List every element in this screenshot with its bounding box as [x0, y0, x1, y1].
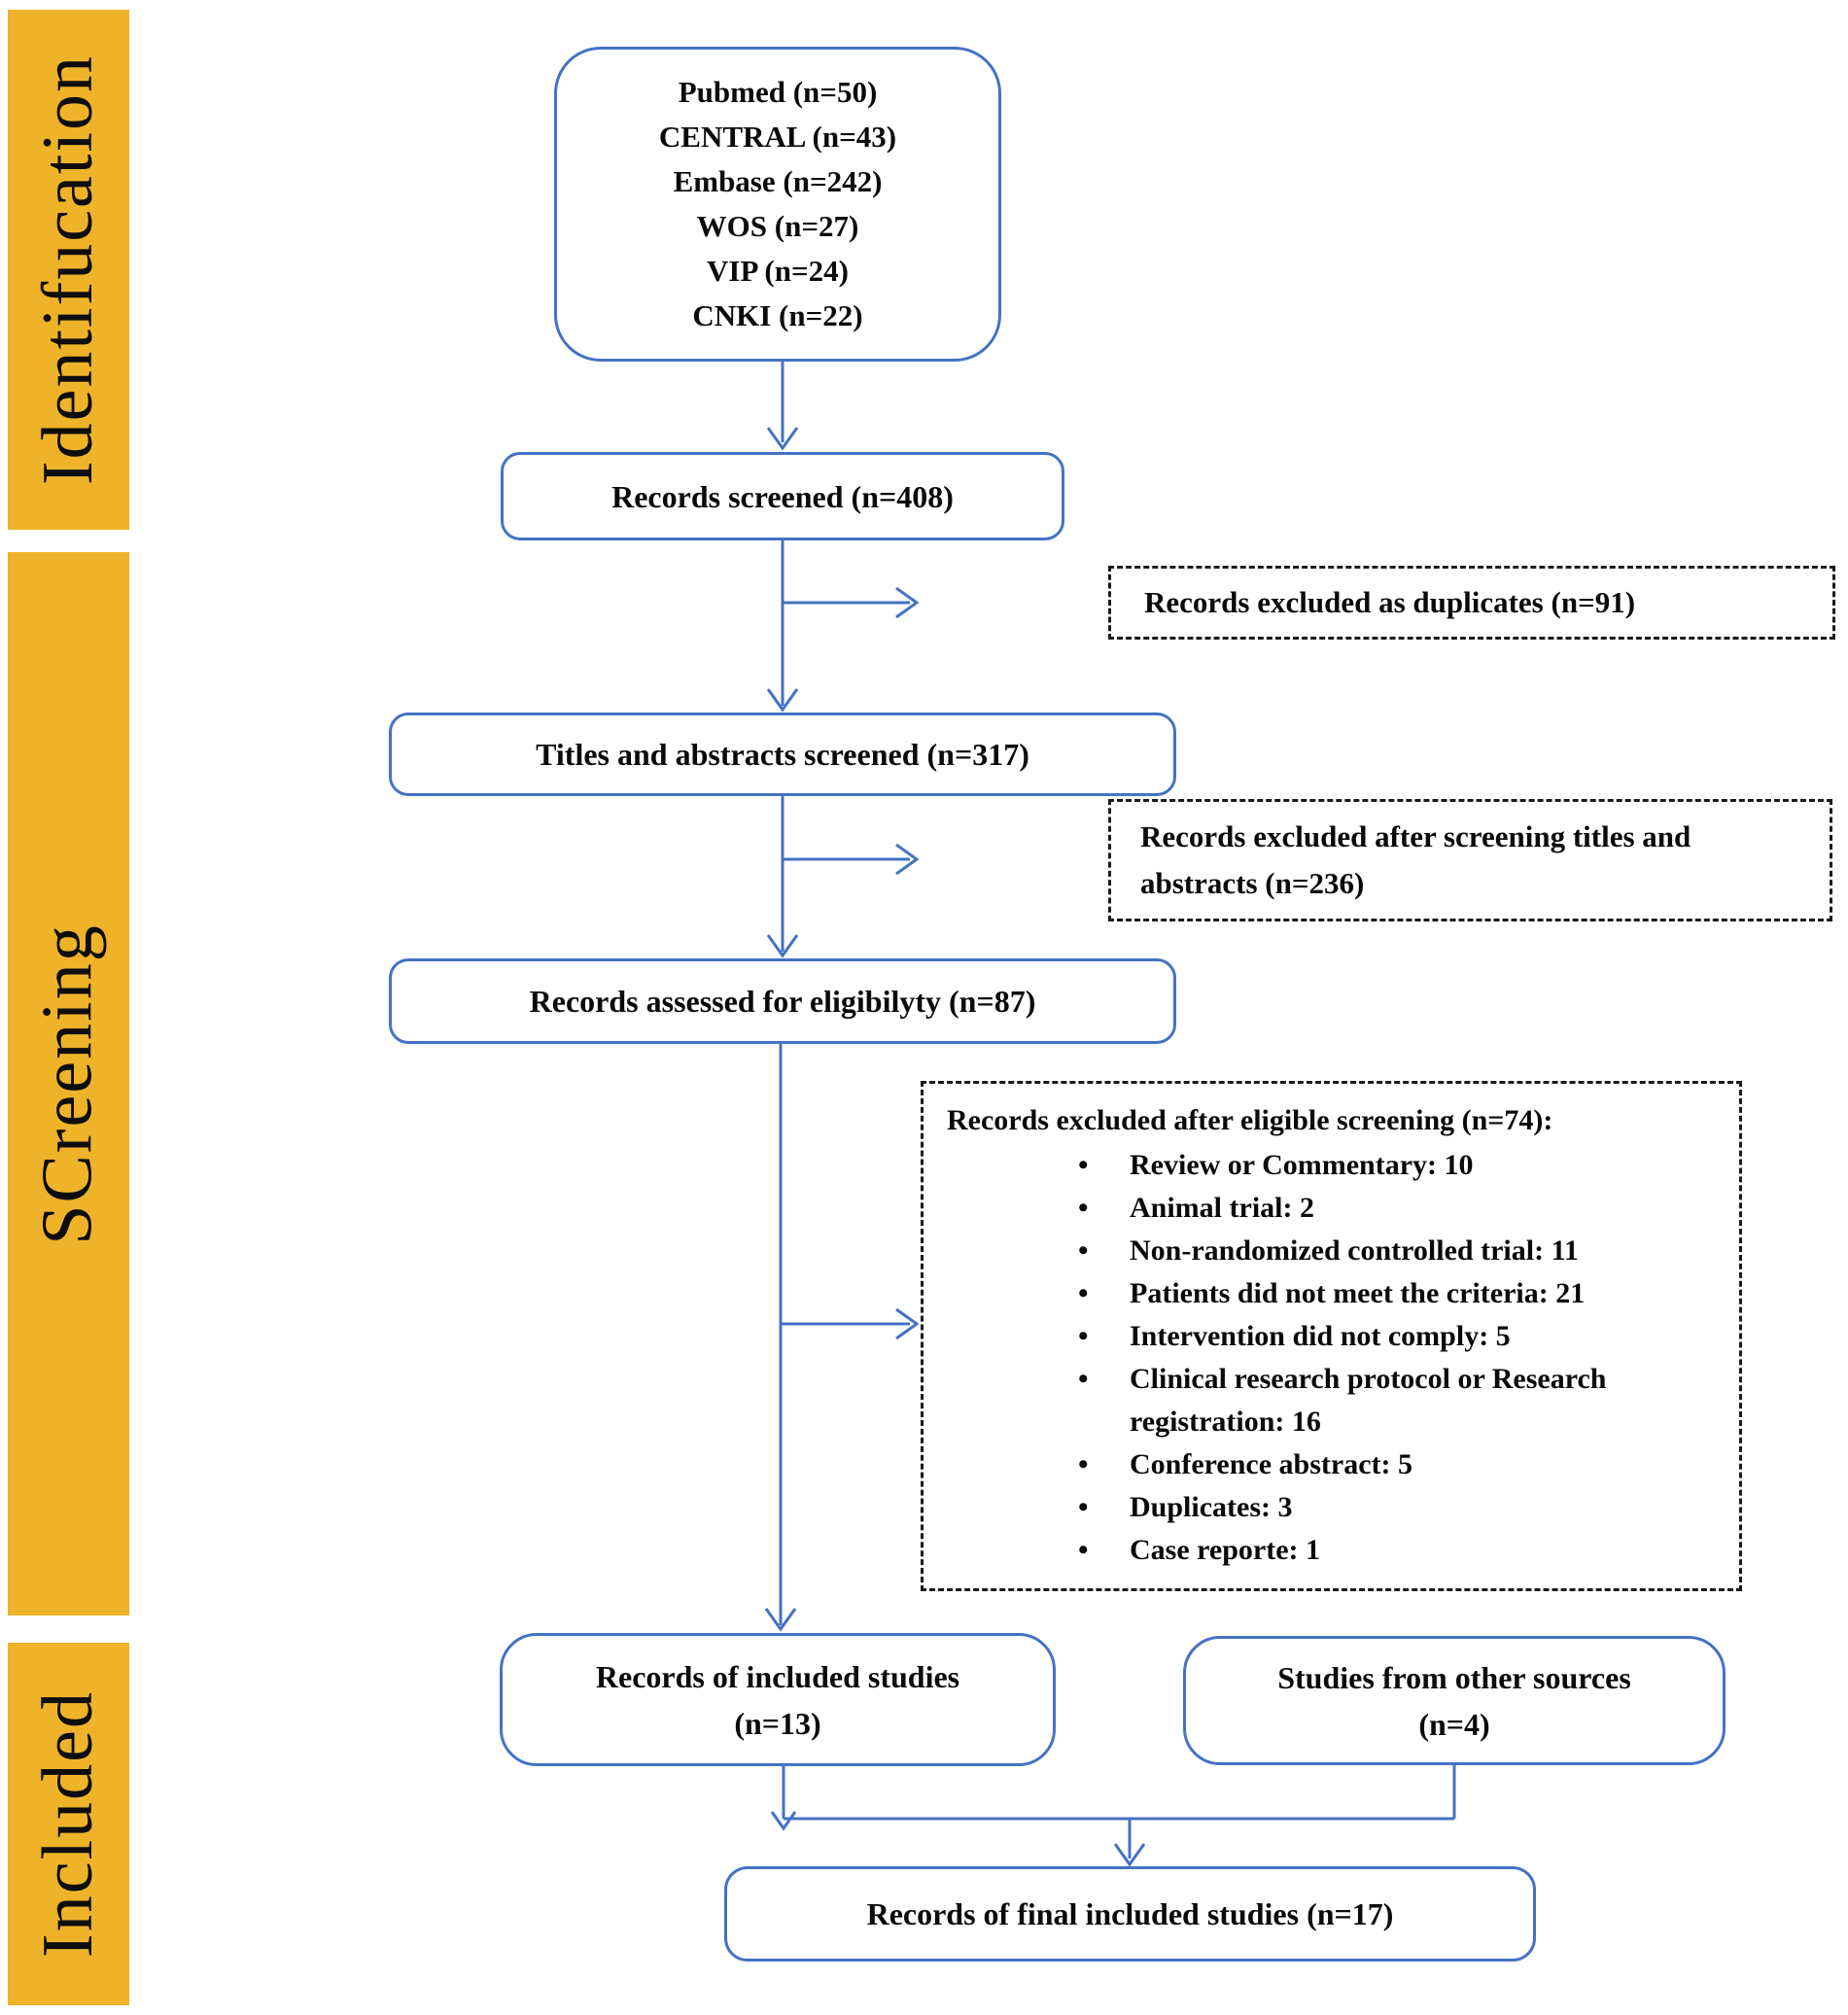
excluded-reason-item: Intervention did not comply: 5: [947, 1315, 1720, 1358]
stage-label-included: Included: [28, 1690, 108, 1958]
arrow-junction-to-final: [1113, 1819, 1146, 1867]
excluded-reason-item: Non-randomized controlled trial: 11: [947, 1230, 1720, 1272]
arrow-titles-to-assessed: [766, 796, 799, 958]
box-included-studies: Records of included studies (n=13): [500, 1633, 1056, 1766]
box-final-included: Records of final included studies (n=17): [724, 1866, 1536, 1962]
box-records-screened: Records screened (n=408): [501, 452, 1064, 540]
box-excluded-after-titles: Records excluded after screening titles …: [1108, 799, 1832, 921]
box-assessed-eligibility-label: Records assessed for eligibilyty (n=87): [529, 984, 1036, 1019]
arrow-screened-to-titles: [766, 540, 799, 712]
arrow-branch-duplicates: [783, 586, 920, 619]
source-line: WOS (n=27): [696, 209, 859, 243]
source-line: Pubmed (n=50): [678, 75, 878, 109]
box-other-sources-line2: (n=4): [1418, 1706, 1490, 1742]
excluded-after-titles-label: Records excluded after screening titles …: [1140, 819, 1691, 900]
stage-bar-included: Included: [8, 1643, 129, 2005]
box-database-sources: Pubmed (n=50) CENTRAL (n=43) Embase (n=2…: [554, 47, 1001, 362]
excluded-reason-item: Animal trial: 2: [947, 1187, 1720, 1230]
excluded-reason-item: Case reporte: 1: [947, 1529, 1720, 1572]
excluded-reason-item: Patients did not meet the criteria: 21: [947, 1272, 1720, 1315]
source-line: Embase (n=242): [673, 164, 883, 198]
stage-label-screening: SCreening: [28, 922, 108, 1245]
box-records-screened-label: Records screened (n=408): [611, 478, 954, 514]
excluded-reason-item: Conference abstract: 5: [947, 1443, 1720, 1486]
box-titles-abstracts-label: Titles and abstracts screened (n=317): [536, 737, 1029, 772]
arrow-branch-eligible-excluded: [781, 1307, 920, 1340]
box-other-sources-line1: Studies from other sources: [1277, 1659, 1631, 1695]
box-excluded-duplicates: Records excluded as duplicates (n=91): [1108, 566, 1835, 640]
box-excluded-after-eligible: Records excluded after eligible screenin…: [921, 1081, 1742, 1591]
stage-bar-screening: SCreening: [8, 552, 129, 1615]
excluded-eligible-title: Records excluded after eligible screenin…: [947, 1104, 1553, 1136]
excluded-reason-item: Clinical research protocol or Research r…: [947, 1358, 1720, 1443]
arrow-branch-titles-excluded: [783, 843, 920, 876]
source-line: CENTRAL (n=43): [658, 120, 897, 154]
excluded-reason-item: Duplicates: 3: [947, 1486, 1720, 1529]
arrow-sources-to-screened: [766, 362, 799, 451]
box-titles-abstracts-screened: Titles and abstracts screened (n=317): [389, 712, 1176, 796]
connector-merge-junction: [770, 1765, 1456, 1831]
box-other-sources: Studies from other sources (n=4): [1183, 1636, 1726, 1765]
box-assessed-eligibility: Records assessed for eligibilyty (n=87): [389, 958, 1176, 1044]
stage-label-identification: Identifucation: [28, 53, 108, 486]
source-line: CNKI (n=22): [692, 298, 863, 332]
source-line: VIP (n=24): [707, 254, 849, 288]
box-final-included-label: Records of final included studies (n=17): [866, 1896, 1394, 1931]
box-included-studies-line2: (n=13): [734, 1705, 821, 1741]
box-included-studies-line1: Records of included studies: [595, 1658, 960, 1694]
stage-bar-identification: Identifucation: [8, 10, 129, 530]
excluded-duplicates-label: Records excluded as duplicates (n=91): [1144, 585, 1636, 619]
excluded-reason-item: Review or Commentary: 10: [947, 1144, 1720, 1187]
arrow-assessed-to-included: [764, 1044, 797, 1632]
